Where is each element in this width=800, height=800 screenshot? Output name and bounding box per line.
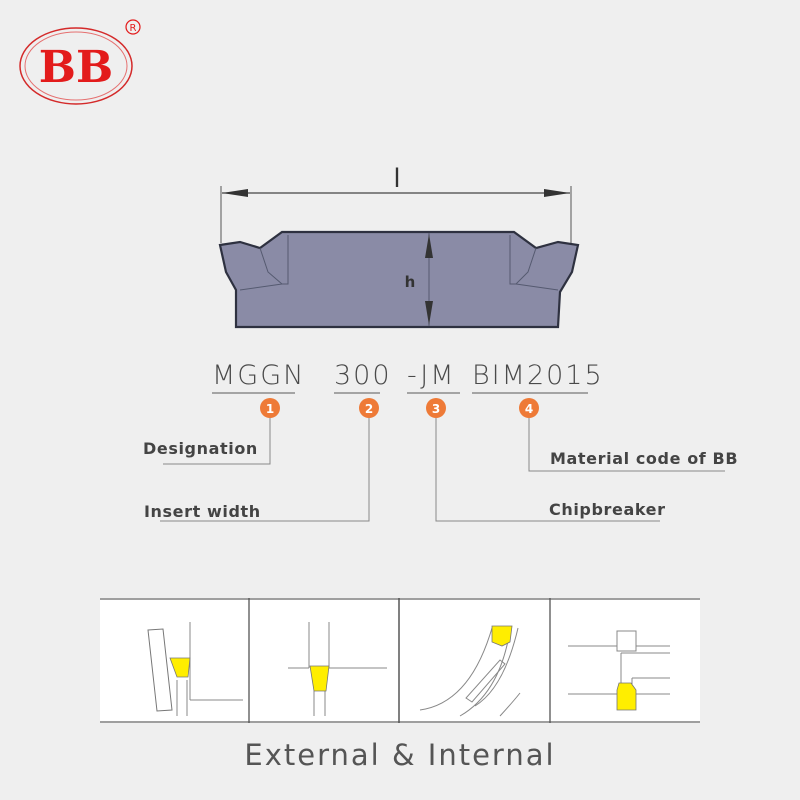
label-chipbreaker: Chipbreaker [549,500,666,519]
panel-external-straight [288,622,387,716]
application-panels [100,598,700,723]
height-label: h [405,273,416,291]
code-part-material: BIM2015 [472,360,604,391]
panel-internal [568,630,670,711]
insert-icon [491,625,513,647]
svg-text:R: R [130,23,137,34]
label-insert-width: Insert width [144,502,261,521]
label-designation: Designation [143,439,258,458]
callout-lines: 1 2 3 4 [160,392,588,522]
length-label: l [393,164,400,194]
arrow-left-icon [222,189,248,197]
badge-2-icon: 2 [359,398,379,418]
panel-face-curved [419,625,521,717]
svg-text:4: 4 [525,402,533,416]
insert-icon [309,665,330,692]
svg-text:2: 2 [365,402,373,416]
insert-icon [616,682,637,711]
arrow-right-icon [544,189,570,197]
badge-1-icon: 1 [260,398,280,418]
label-material-code: Material code of BB [550,449,739,468]
brand-logo: BB [19,27,133,105]
svg-text:1: 1 [266,402,274,416]
insert-drawing: l h [218,164,580,329]
logo-text: BB [39,42,113,93]
code-part-width: 300 [334,360,392,391]
badge-3-icon: 3 [426,398,446,418]
code-part-chipbreaker: -JM [407,360,456,391]
insert-icon [169,657,191,678]
code-part-designation: MGGN [212,360,306,391]
badge-4-icon: 4 [519,398,539,418]
panel-external-tilted [147,622,243,716]
applications-title: External & Internal [244,738,556,772]
registered-icon: R [125,19,141,35]
svg-text:3: 3 [432,402,440,416]
